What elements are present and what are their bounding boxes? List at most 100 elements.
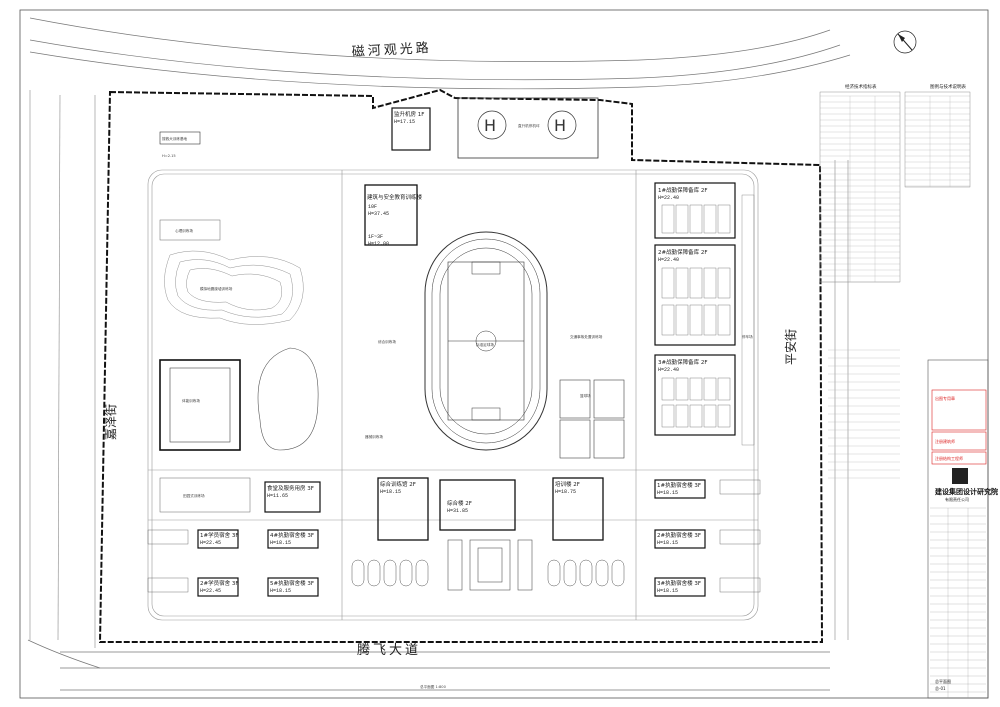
duty-dorm-1 [654, 479, 706, 499]
north-road-label: 磁河观光路 [351, 40, 432, 60]
stamp-box-3 [931, 451, 987, 465]
earthquake-ruins-area [164, 250, 304, 325]
internal-roads [147, 169, 759, 621]
canteen-height: H=11.65 [267, 493, 288, 499]
fitness-hall-label: 体能训练场 [182, 398, 200, 403]
economic-table-title: 经济技术指标表 [845, 83, 877, 90]
machine-room-height: H=17.15 [394, 119, 415, 125]
south-road-label: 腾飞大道 [357, 642, 421, 658]
dog-base-height: H=2.15 [162, 154, 176, 158]
warehouse-3-height: H=22.40 [658, 367, 679, 373]
stamp-1-label: 出图专用章 [935, 395, 955, 401]
duty-dorm-5-label: 5#执勤宿舍楼 3F [270, 579, 314, 587]
canteen [264, 481, 321, 513]
duty-dorm-4 [267, 529, 319, 549]
heliport-area: H H 直升机停机坪 [457, 97, 599, 159]
warehouse-1 [654, 182, 736, 239]
football-field-label: 标准足球场 [476, 342, 494, 347]
traffic-field-label: 交通事故处置训练场 [570, 334, 603, 339]
north-road [29, 17, 851, 90]
drawing-name: 总平面图 [935, 678, 951, 684]
company-name: 建设集团设计研究院 [935, 487, 998, 496]
warehouse-1-height: H=22.40 [658, 195, 679, 201]
training-tower-sub-floors: 1F~3F [368, 234, 383, 240]
basketball-label: 篮球场 [580, 393, 591, 398]
dog-base [159, 131, 201, 145]
stamp-3-label: 注册结构工程师 [935, 455, 963, 461]
heliport-h-2: H [554, 116, 566, 135]
duty-dorm-3 [654, 577, 706, 597]
comprehensive-field-label: 综合训练场 [378, 339, 396, 344]
east-parking-label: 停车场 [742, 334, 753, 339]
comprehensive-building [439, 479, 516, 531]
dorm-1-label: 1#学员宿舍 3F [200, 531, 239, 539]
canteen-label: 食堂及服务用房 3F [267, 484, 314, 492]
fitness-hall-inner [169, 367, 231, 443]
dog-base-label: 搜救犬训练基地 [162, 136, 188, 141]
psych-area-label: 心理训练场 [175, 228, 193, 233]
west-road [29, 90, 96, 648]
duty-dorm-3-label: 3#执勤宿舍楼 3F [657, 579, 701, 587]
basketball-courts [559, 379, 625, 459]
site-boundary [98, 88, 824, 643]
parking-east [147, 479, 761, 593]
company-sub: 有限责任公司 [945, 496, 969, 502]
farm-area-label: 田园式训练场 [183, 493, 205, 498]
sheet-border [19, 9, 989, 699]
warehouse-3 [654, 354, 736, 436]
stamp-box-2 [931, 431, 987, 451]
duty-dorm-2-height: H=18.15 [657, 540, 678, 546]
central-plaza [447, 539, 533, 591]
duty-dorm-2 [654, 529, 706, 549]
drawing-number: 总-01 [935, 685, 946, 691]
duty-dorm-3-height: H=18.15 [657, 588, 678, 594]
legend-table: 图例与技术说明表 [904, 83, 971, 188]
north-arrow-icon [893, 30, 917, 54]
training-tower-floors: 10F [368, 204, 377, 210]
duty-dorm-1-label: 1#执勤宿舍楼 3F [657, 481, 701, 489]
west-track [257, 347, 319, 451]
dorm-2 [197, 577, 239, 597]
duty-dorm-2-label: 2#执勤宿舍楼 3F [657, 531, 701, 539]
training-tower-sub-height: H=12.00 [368, 241, 389, 247]
east-road [834, 160, 849, 640]
training-hall [377, 477, 429, 541]
dorm-2-height: H=22.45 [200, 588, 221, 594]
west-road-label: 嘉泽街 [104, 404, 118, 440]
training-tower [364, 184, 418, 246]
title-block-frame [927, 359, 989, 699]
training-tower-height: H=37.45 [368, 211, 389, 217]
running-track [424, 231, 548, 451]
training-hall-height: H=18.15 [380, 489, 401, 495]
duty-dorm-4-label: 4#执勤宿舍楼 3F [270, 531, 314, 539]
stamp-2-label: 注册建筑师 [935, 438, 955, 444]
duty-dorm-1-height: H=18.15 [657, 490, 678, 496]
stamp-box-1 [931, 389, 987, 431]
legend-table-title: 图例与技术说明表 [930, 83, 966, 90]
sheet-bottom-label: 总平面图 1:800 [420, 684, 447, 689]
warehouse-3-label: 3#战勤保障备库 2F [658, 358, 708, 366]
title-block: 出图专用章 注册建筑师 注册结构工程师 建设集团设计研究院 有限责任公司 总-0… [930, 389, 998, 698]
heliport-h-1: H [484, 116, 496, 135]
farm-area [159, 477, 251, 513]
east-parking-strip [741, 194, 755, 446]
comprehensive-building-height: H=31.85 [447, 508, 468, 514]
duty-dorm-4-height: H=18.15 [270, 540, 291, 546]
parking-south [351, 559, 625, 587]
machine-room [391, 107, 431, 151]
duty-dorm-5 [267, 577, 319, 597]
south-road [27, 639, 830, 691]
equipment-field-label: 器械训练场 [365, 434, 383, 439]
fitness-hall [159, 359, 241, 451]
east-road-label: 平安街 [783, 329, 798, 365]
company-logo [952, 468, 968, 484]
dorm-2-label: 2#学员宿舍 3F [200, 579, 239, 587]
comprehensive-building-label: 综合楼 2F [447, 499, 472, 507]
dorm-1-height: H=22.45 [200, 540, 221, 546]
earthquake-ruins-label: 模拟地震废墟训练场 [200, 286, 233, 291]
warehouse-1-label: 1#战勤保障备库 2F [658, 186, 708, 194]
heliport-label: 直升机停机坪 [518, 123, 540, 128]
machine-room-label: 监升机房 1F [394, 110, 424, 118]
